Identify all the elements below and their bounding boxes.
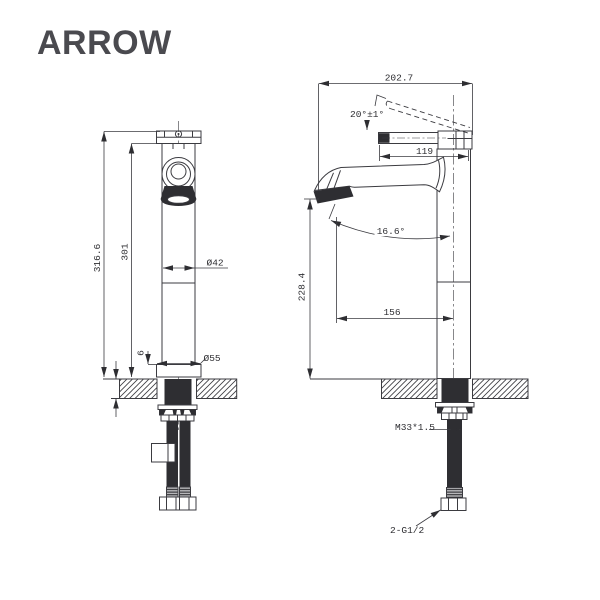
dim-body-diameter-label: Ø42 xyxy=(207,258,224,269)
side-spout xyxy=(313,156,446,204)
dim-mounting-thread-label: M33*1.5 xyxy=(395,422,435,433)
front-mounting-hardware xyxy=(157,379,198,422)
side-view: 202.7 20°±1° 119 16.6° 228.4 156 M33*1.5… xyxy=(297,73,529,536)
dim-total-height-label: 316.6 xyxy=(92,243,103,272)
side-countertop xyxy=(310,378,529,399)
front-countertop xyxy=(103,378,238,399)
front-base-flange xyxy=(156,364,202,378)
side-hose-nut xyxy=(440,497,467,511)
front-dimensions xyxy=(101,131,228,417)
side-dimensions xyxy=(304,80,473,527)
dim-base-diameter-label: Ø55 xyxy=(204,353,221,364)
raised-handle-phantom xyxy=(385,100,472,135)
dim-overall-depth-label: 202.7 xyxy=(385,73,414,84)
hose-clip xyxy=(151,443,176,463)
dim-inlet-connection-label: 2-G1/2 xyxy=(390,525,425,536)
dim-above-counter-label: 301 xyxy=(120,243,131,260)
spout-outlet-face xyxy=(313,186,354,204)
dim-handle-length-label: 119 xyxy=(416,146,433,157)
dim-spout-angle-label: 16.6° xyxy=(377,226,406,237)
front-hose-nuts xyxy=(159,496,197,511)
side-mounting-hardware xyxy=(435,379,475,420)
side-handle xyxy=(378,130,473,150)
dim-base-height-label: 6 xyxy=(136,350,147,356)
front-body-column xyxy=(161,143,196,378)
brand-logo: ARROW xyxy=(37,24,172,62)
front-view: 316.6 301 Ø42 Ø55 6 xyxy=(92,121,238,511)
front-supply-hoses xyxy=(151,421,197,511)
side-supply-hose xyxy=(440,419,467,511)
dim-handle-angle-label: 20°±1° xyxy=(350,109,384,120)
dim-outlet-height-label: 228.4 xyxy=(297,272,308,301)
front-spray-head xyxy=(160,157,197,206)
dim-spout-reach-label: 156 xyxy=(383,307,400,318)
